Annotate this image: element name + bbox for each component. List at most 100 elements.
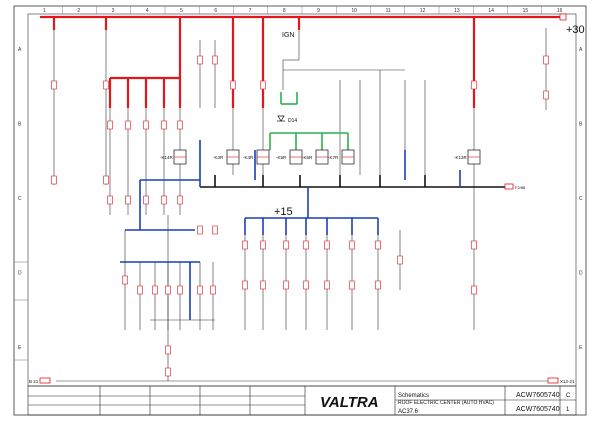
- row-label: C: [18, 196, 22, 202]
- fuse-symbol: [324, 280, 330, 290]
- fuse-symbol: [51, 175, 57, 185]
- row-label-right: C: [579, 196, 583, 202]
- fuse-symbol: [543, 90, 549, 100]
- fuse-symbol: [177, 195, 183, 205]
- fuse-symbol: [107, 120, 113, 130]
- column-label: 13: [454, 8, 460, 14]
- fuse-symbol: [324, 240, 330, 250]
- fuse-symbol: [165, 285, 171, 295]
- title-revision: C: [566, 393, 571, 399]
- relay-label: -K5R: [276, 155, 287, 160]
- fuse-symbol: [260, 240, 266, 250]
- row-label: A: [18, 47, 22, 53]
- title-part-no: ACW7605740: [516, 392, 560, 399]
- fuse-symbol: [212, 55, 218, 65]
- fuse-symbol: [125, 195, 131, 205]
- relay-label: -K7R: [328, 155, 339, 160]
- fuse-symbol: [143, 195, 149, 205]
- fuse-symbol: [230, 80, 236, 90]
- connector-mid-label: F2/88: [515, 185, 526, 190]
- fuse-symbol: [103, 175, 109, 185]
- row-label: B: [18, 122, 22, 128]
- fuse-symbol: [125, 120, 131, 130]
- fuse-symbol: [165, 367, 171, 377]
- relay: -K7R: [328, 149, 355, 165]
- connector-left-label: B 21: [29, 379, 39, 384]
- fuse-symbol: [375, 240, 381, 250]
- lower-branches: [124, 230, 475, 330]
- title-part-no-2: ACW7605740: [516, 406, 560, 413]
- plus15-label: +15: [274, 206, 293, 218]
- fuse-symbol: [471, 285, 477, 295]
- ign-label: IGN: [282, 32, 294, 39]
- fuse-symbol: [103, 80, 109, 90]
- column-label: 12: [420, 8, 426, 14]
- diode-label: D14: [288, 118, 297, 124]
- fuse-symbol: [242, 240, 248, 250]
- fuse-symbol: [260, 280, 266, 290]
- column-label: 14: [488, 8, 494, 14]
- relay-label: -K4R: [243, 155, 254, 160]
- brand-logo: VALTRA: [320, 394, 379, 411]
- relay-label: -K3R: [213, 155, 224, 160]
- ign-wiring: [269, 92, 349, 150]
- column-label: 6: [214, 8, 217, 14]
- fuse-symbol: [303, 280, 309, 290]
- row-label-right: A: [579, 47, 583, 53]
- title-main: ROOF ELECTRIC CENTER (AUTO HVAC): [398, 400, 494, 406]
- row-label-right: B: [579, 122, 583, 128]
- fuse-symbol: [303, 240, 309, 250]
- left-notes: [14, 261, 28, 361]
- relay-group: -K14R -K3R -K4R -K5R -K6R -K7R -K13R: [160, 149, 481, 165]
- plus30-wiring: [40, 15, 563, 108]
- column-label: 3: [112, 8, 115, 14]
- fuse-symbol: [122, 275, 128, 285]
- fuse-symbol: [152, 285, 158, 295]
- relay-label: -K13R: [454, 155, 468, 160]
- ground-wiring: [200, 175, 505, 188]
- row-label: E: [18, 345, 22, 351]
- fuse-symbol: [165, 345, 171, 355]
- fuse-symbol: [197, 55, 203, 65]
- relay: -K6R: [302, 149, 329, 165]
- sheet-border: [13, 5, 587, 416]
- fuse-symbol: [471, 240, 477, 250]
- fuse-symbol: [51, 80, 57, 90]
- relay: -K14R: [160, 149, 187, 165]
- fuse-symbol: [212, 225, 218, 235]
- fuse-symbol: [210, 285, 216, 295]
- relay: -K3R: [213, 149, 240, 165]
- column-label: 11: [386, 8, 391, 14]
- fuse-symbol: [161, 120, 167, 130]
- fuse-symbol: [543, 55, 549, 65]
- relay-label: -K14R: [160, 155, 174, 160]
- fuse-symbol: [143, 120, 149, 130]
- thin-wires: [53, 28, 548, 382]
- fuse-group: [51, 55, 549, 377]
- fuse-symbol: [283, 240, 289, 250]
- connector-markers: [39, 13, 567, 384]
- relay: -K5R: [276, 149, 303, 165]
- column-label: 7: [249, 8, 252, 14]
- fuse-symbol: [283, 280, 289, 290]
- column-label: 10: [351, 8, 357, 14]
- column-label: 8: [283, 8, 286, 14]
- fuse-symbol: [177, 285, 183, 295]
- row-label: D: [18, 270, 22, 276]
- fuse-symbol: [242, 280, 248, 290]
- fuse-symbol: [161, 195, 167, 205]
- title-section: Schematics: [398, 393, 429, 399]
- relay-label: -K6R: [302, 155, 313, 160]
- column-label: 9: [317, 8, 320, 14]
- fuse-symbol: [137, 285, 143, 295]
- plus15-wiring: [120, 140, 461, 320]
- column-label: 16: [557, 8, 563, 14]
- column-labels: 1122334455667788991010111112121313141415…: [43, 6, 563, 14]
- fuse-symbol: [107, 195, 113, 205]
- title-block: [27, 385, 577, 416]
- connector-right-label: X12-21: [560, 379, 575, 384]
- row-label-right: E: [579, 345, 583, 351]
- fuse-symbol: [471, 80, 477, 90]
